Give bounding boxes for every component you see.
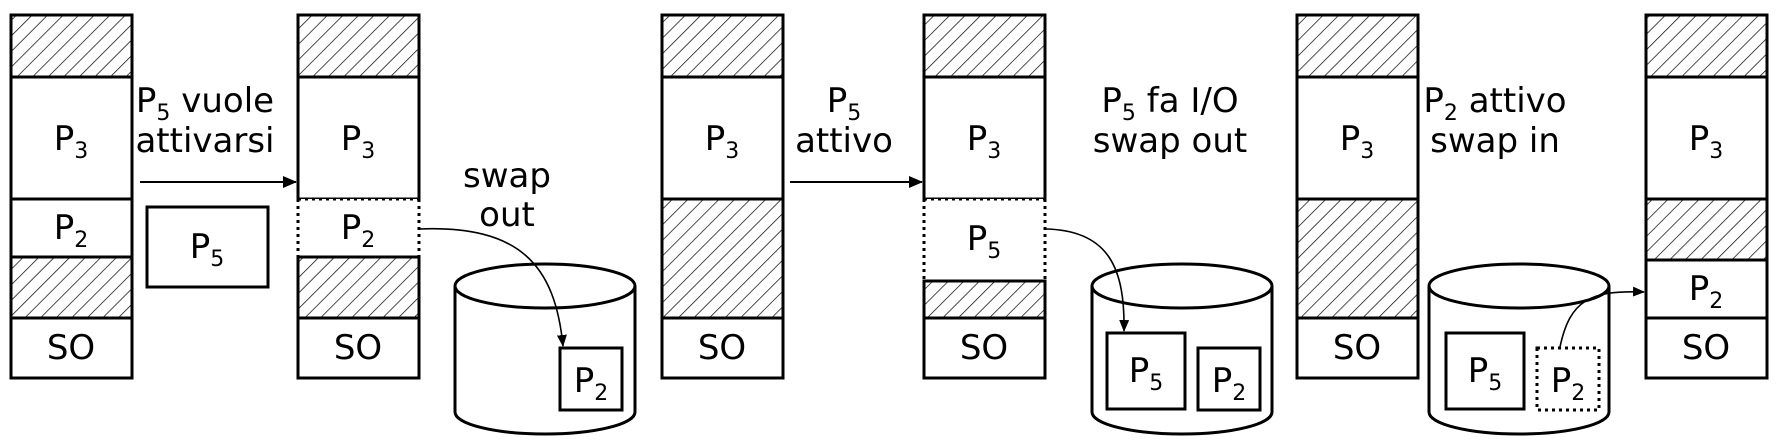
caption-p5-active-line2: attivo — [795, 121, 893, 161]
p2-block-swapping — [298, 199, 419, 257]
p2-label: P2 — [1212, 361, 1247, 406]
p5-label: P5 — [1468, 351, 1503, 396]
free-block — [1295, 13, 1420, 79]
free-block — [296, 255, 421, 320]
p3-block — [660, 75, 785, 201]
caption-p5-wants-activate: P5 vuole — [136, 81, 274, 126]
disk-2: P5 P2 — [1090, 262, 1274, 436]
p2-label: P2 — [341, 208, 376, 253]
caption-p2-active-swap-in: P2 attivo — [1423, 81, 1566, 126]
p3-label: P3 — [1689, 119, 1724, 164]
p3-label: P3 — [967, 119, 1002, 164]
p5-on-disk — [1105, 331, 1187, 411]
disk-3: P5 P2 — [1427, 262, 1611, 436]
os-block — [296, 316, 421, 380]
free-block — [1644, 13, 1769, 79]
p2-label: P2 — [1551, 361, 1586, 406]
caption-swap-out-line2: out — [479, 195, 535, 235]
p3-label: P3 — [705, 119, 740, 164]
p5-on-disk — [1444, 331, 1526, 411]
free-block — [922, 279, 1047, 320]
p2-label: P2 — [1689, 269, 1724, 314]
os-label: SO — [1682, 328, 1730, 368]
caption-p5-wants-activate-line2: attivarsi — [135, 121, 274, 161]
free-block — [9, 13, 134, 79]
memory-state-1: P3 P2 SO — [9, 13, 134, 380]
p3-block — [922, 75, 1047, 201]
caption-p2-active-swap-in-line2: swap in — [1430, 121, 1560, 161]
free-block — [1295, 197, 1420, 320]
p2-on-disk — [1196, 346, 1262, 412]
os-block — [660, 316, 785, 380]
os-block — [9, 316, 134, 380]
os-block — [922, 316, 1047, 380]
caption-swap-out: swap — [463, 156, 551, 196]
p2-label: P2 — [54, 208, 89, 253]
p5-label: P5 — [190, 227, 225, 272]
free-block — [1644, 197, 1769, 262]
p2-on-disk — [558, 346, 624, 412]
p5-label: P5 — [967, 219, 1002, 264]
p3-block — [9, 75, 134, 201]
os-label: SO — [698, 328, 746, 368]
disk-1: P2 — [453, 262, 637, 436]
os-label: SO — [334, 328, 382, 368]
memory-state-3: P3 SO — [660, 13, 785, 380]
caption-p5-active: P5 — [827, 81, 862, 126]
os-label: SO — [47, 328, 95, 368]
p5-label: P5 — [1129, 351, 1164, 396]
free-block — [922, 13, 1047, 79]
os-label: SO — [960, 328, 1008, 368]
memory-state-4: P3 P5 SO — [922, 13, 1047, 380]
p3-label: P3 — [54, 119, 89, 164]
p3-label: P3 — [1340, 119, 1375, 164]
memory-state-6: P3 P2 SO — [1644, 13, 1769, 380]
caption-p5-io-swap-out-line2: swap out — [1093, 121, 1247, 161]
p3-block — [296, 75, 421, 201]
os-block — [1295, 316, 1420, 380]
p5-waiting-block — [145, 205, 270, 289]
swap-out-arrow — [418, 227, 567, 347]
free-block — [9, 255, 134, 320]
p3-block — [1295, 75, 1420, 201]
p3-label: P3 — [341, 119, 376, 164]
memory-state-2: P3 P2 SO — [296, 13, 421, 380]
p5-block-swapping — [924, 199, 1045, 281]
swap-out-arrow — [1044, 228, 1130, 332]
os-block — [1644, 316, 1769, 380]
caption-p5-io-swap-out: P5 fa I/O — [1101, 81, 1238, 126]
os-label: SO — [1333, 328, 1381, 368]
free-block — [660, 197, 785, 320]
free-block — [660, 13, 785, 79]
p2-label: P2 — [574, 361, 609, 406]
free-block — [296, 13, 421, 79]
p2-leaving-disk — [1535, 346, 1601, 412]
swap-in-arrow — [1559, 286, 1645, 348]
memory-state-5: P3 SO — [1295, 13, 1420, 380]
